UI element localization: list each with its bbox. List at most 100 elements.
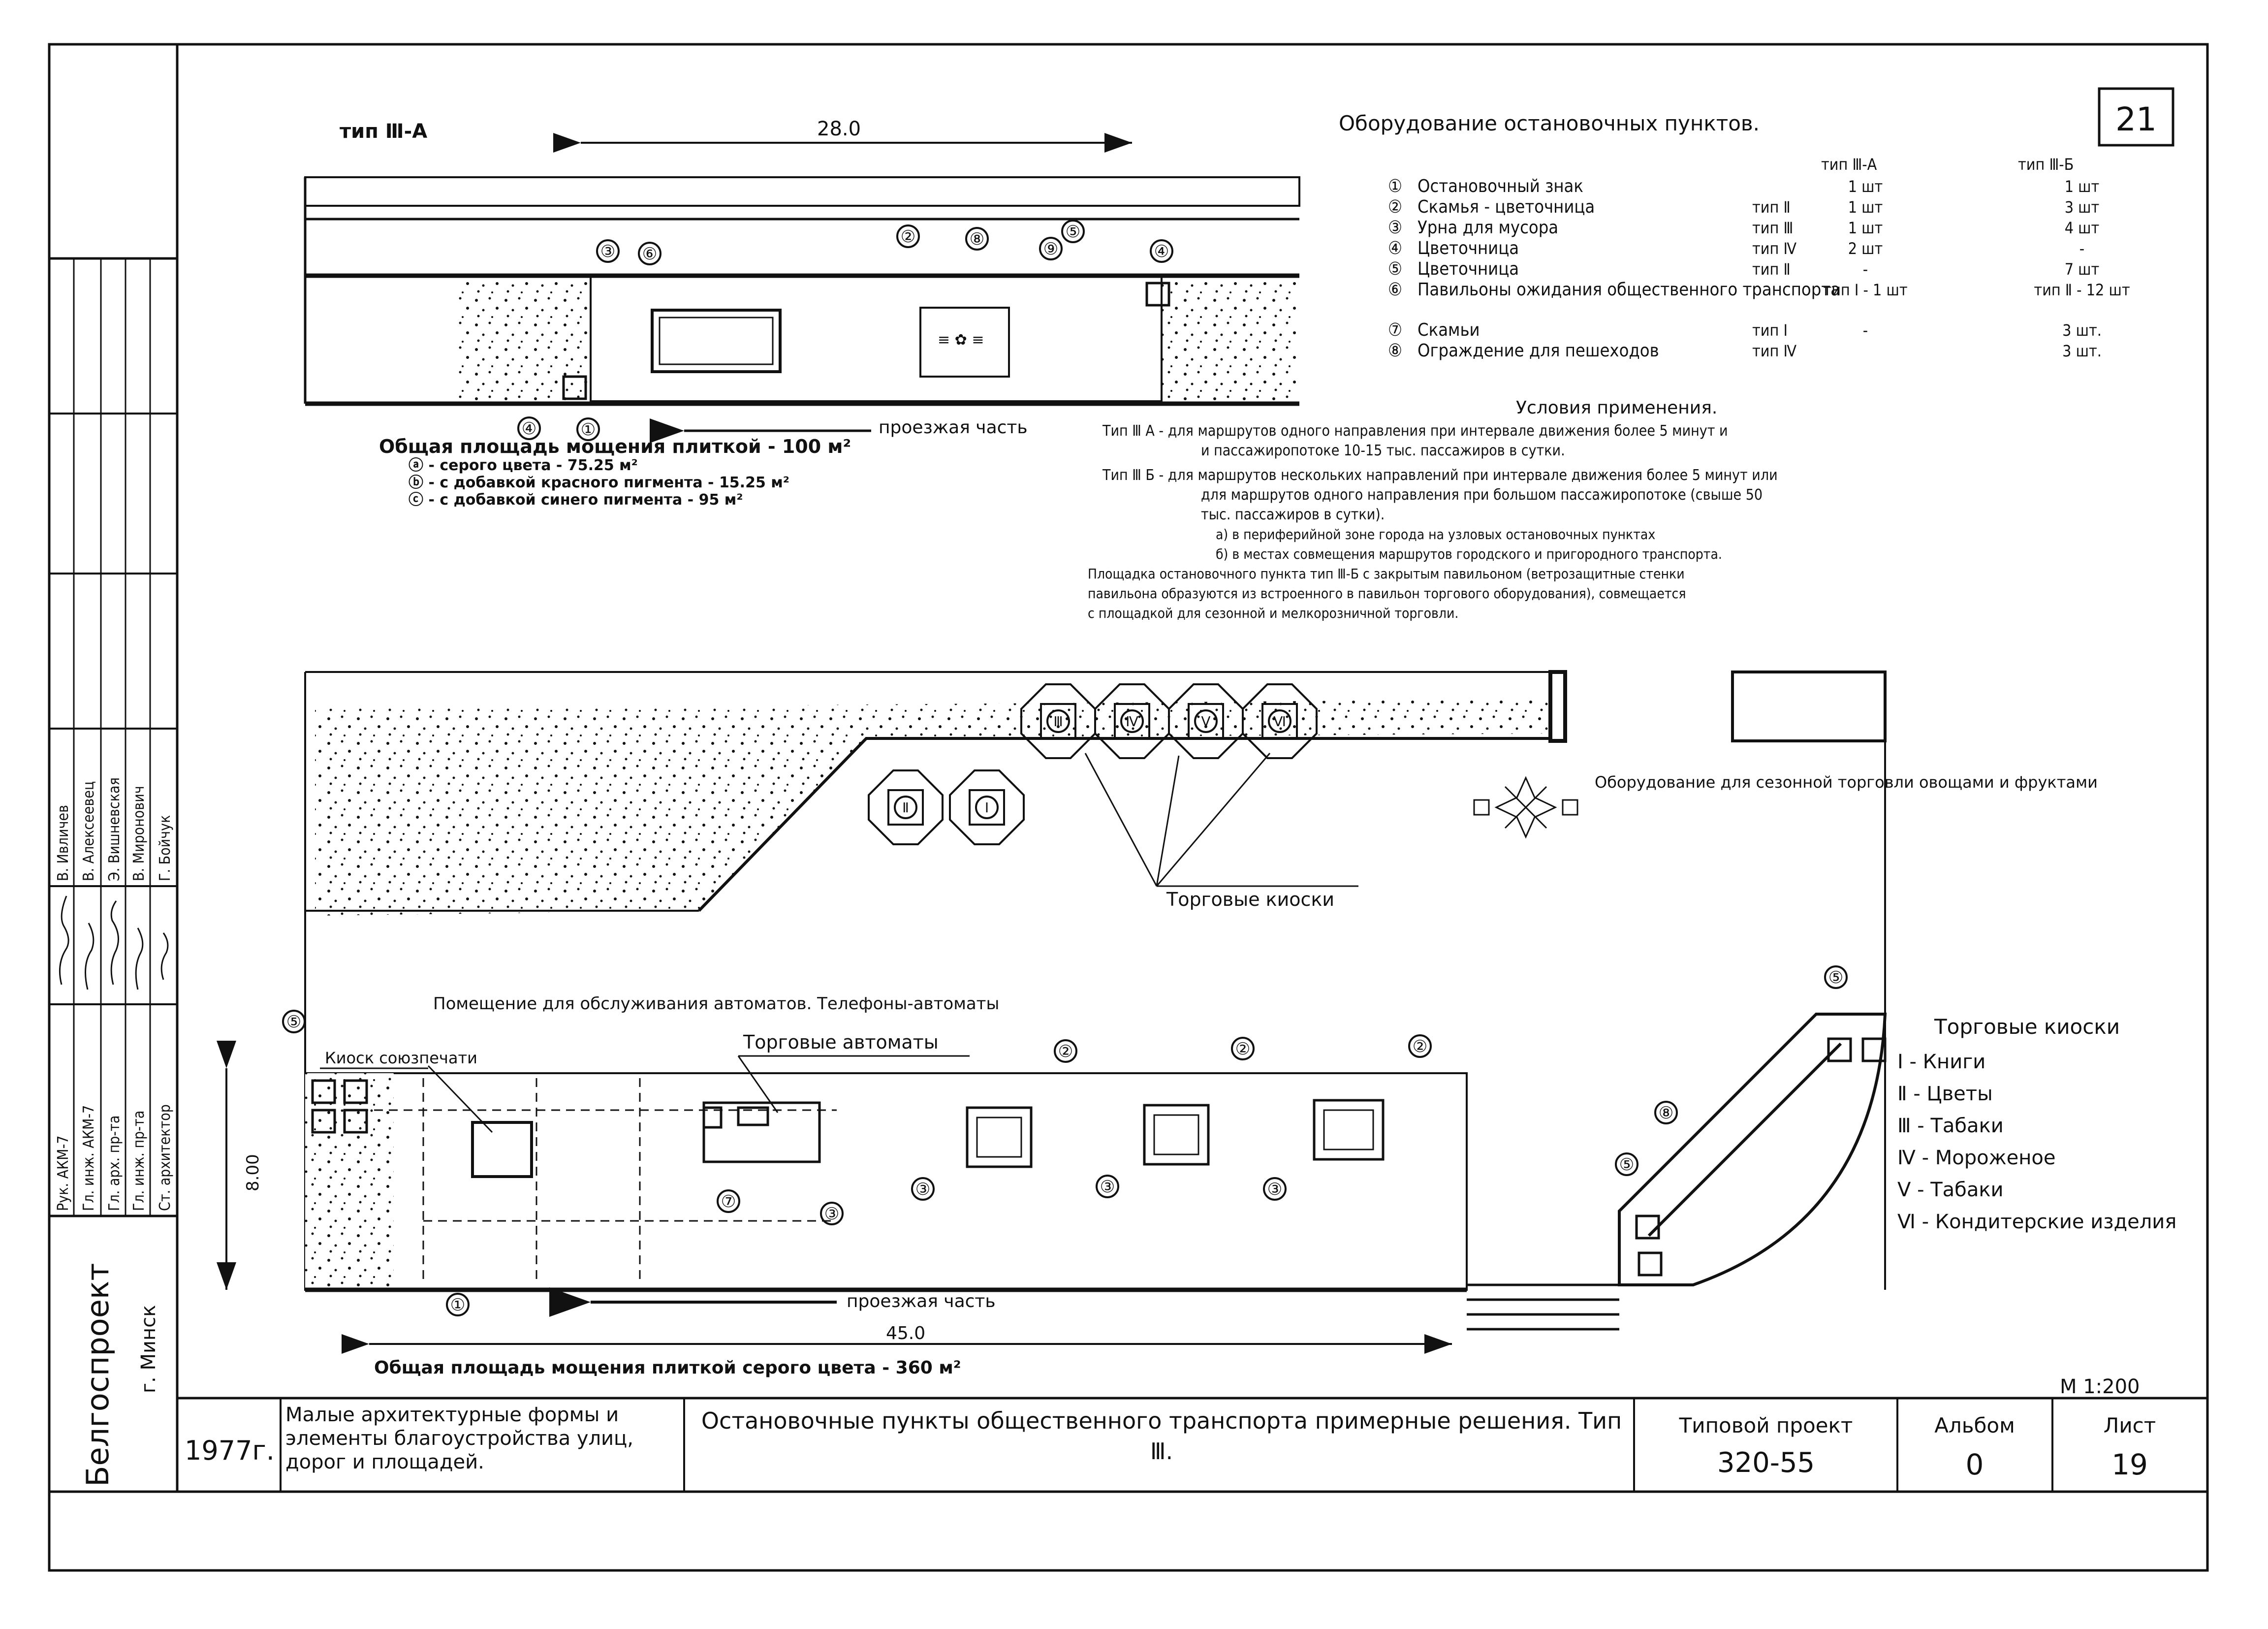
stamp-city: г. Минск (137, 1305, 160, 1393)
conditions-line-4: для маршрутов одного направления при бол… (1201, 486, 1763, 504)
corner-island (1618, 1013, 1887, 1286)
equipment-row-5-name: Цветочница (1418, 259, 1519, 279)
stamp-role-2: Гл. инж. АКМ-7 (80, 1105, 97, 1211)
bottom-callout-1: ① (450, 1295, 465, 1315)
top-callout-3: ③ (600, 242, 615, 261)
conditions-line-2: и пассажиропотоке 10-15 тыс. пассажиров … (1201, 442, 1565, 459)
equipment-row-4-name: Цветочница (1418, 238, 1519, 258)
equipment-row-2-num: ② (1388, 197, 1402, 217)
legend-title: Торговые киоски (1934, 1015, 2120, 1039)
seasonal-stand: Оборудование для сезонной торговли овоща… (1473, 773, 2098, 839)
stamp-role-4: Гл. инж. пр-та (130, 1111, 148, 1211)
top-callout-2: ② (901, 227, 915, 247)
conditions-line-5: тыс. пассажиров в сутки). (1201, 506, 1385, 523)
bottom-callout-2b: ② (1235, 1039, 1250, 1059)
equipment-row-2-name: Скамья - цветочница (1418, 197, 1595, 217)
service-room-label: Помещение для обслуживания автоматов. Те… (433, 994, 999, 1014)
conditions-title: Условия применения. (1516, 398, 1717, 418)
stamp-sheet: 19 (2111, 1448, 2148, 1481)
equipment-row-7-name: Скамьи (1418, 320, 1480, 340)
conditions-line-7: б) в местах совмещения маршрутов городск… (1216, 546, 1722, 562)
kiosk-legend: Торговые киоски Ⅰ - Книги Ⅱ - Цветы Ⅲ - … (1897, 1015, 2176, 1233)
equipment-row-1-b: 1 шт (2065, 177, 2100, 196)
stamp-project-label: Типовой проект (1679, 1413, 1853, 1437)
equipment-row-7-b: 3 шт. (2062, 321, 2102, 340)
bottom-callout-2c: ② (1413, 1037, 1427, 1056)
top-paving-total: Общая площадь мощения плиткой - 100 м² (379, 436, 851, 457)
bottom-dim-width: 8.00 (243, 1154, 263, 1191)
title-block: 1977г. Малые архитектурные формы и элеме… (176, 1397, 2209, 1493)
svg-text:≡ ✿ ≡: ≡ ✿ ≡ (938, 331, 984, 349)
kiosk-group: Ⅱ Ⅰ Ⅲ Ⅳ Ⅴ Ⅵ Торговые киоски (868, 683, 1358, 910)
top-callout-4a: ④ (1154, 242, 1169, 261)
bottom-paving (304, 1072, 1468, 1291)
equipment-row-1-name: Остановочный знак (1418, 176, 1583, 196)
kiosk-1: Ⅰ (985, 799, 989, 816)
stamp-series: Малые архитектурные формы и элементы бла… (285, 1404, 633, 1473)
top-paving-c: ⓒ - с добавкой синего пигмента - 95 м² (409, 491, 743, 509)
kiosk-3: Ⅲ (1053, 713, 1063, 730)
souzpechat-label: Киоск союзпечати (325, 1049, 477, 1067)
conditions-line-9: павильона образуются из встроенного в па… (1088, 585, 1686, 602)
stamp-role-5: Ст. архитектор (157, 1104, 174, 1211)
kiosk-5: Ⅴ (1201, 713, 1210, 730)
equipment-row-3-name: Урна для мусора (1418, 218, 1558, 238)
vending-label: Торговые автоматы (743, 1031, 939, 1053)
equipment-row-2-type: тип Ⅱ (1752, 198, 1791, 217)
equipment-row-4-num: ④ (1388, 238, 1402, 258)
kiosk-2: Ⅱ (902, 799, 909, 816)
top-paving-b: ⓑ - с добавкой красного пигмента - 15.25… (409, 474, 789, 491)
stamp-name-4: В. Миронович (130, 786, 148, 881)
stamp-name-3: Э. Вишневская (106, 777, 123, 881)
kiosks-label: Торговые киоски (1166, 889, 1334, 910)
bottom-plan: Ⅱ Ⅰ Ⅲ Ⅳ Ⅴ Ⅵ Торговые киоски Оборудование… (217, 670, 2098, 1378)
equipment-row-1-a: 1 шт (1848, 177, 1883, 196)
bottom-callout-3c: ③ (1100, 1177, 1115, 1197)
equipment-row-7-type: тип Ⅰ (1752, 321, 1788, 340)
seasonal-label: Оборудование для сезонной торговли овоща… (1595, 773, 2098, 792)
legend-item-6: Ⅵ - Кондитерские изделия (1897, 1211, 2176, 1233)
stamp-org: Белгоспроект (80, 1263, 116, 1487)
legend-item-4: Ⅳ - Мороженое (1897, 1147, 2056, 1169)
legend-item-3: Ⅲ - Табаки (1897, 1115, 2004, 1137)
equipment-row-6-num: ⑥ (1388, 280, 1402, 300)
stamp-name-1: В. Ивличев (55, 805, 72, 881)
equipment-col-a: тип Ⅲ-А (1821, 155, 1877, 174)
top-dim-length: 28.0 (817, 118, 861, 140)
bottom-callout-7: ⑦ (721, 1192, 736, 1212)
stamp-role-1: Рук. АКМ-7 (55, 1135, 72, 1211)
signatures (59, 895, 169, 990)
bottom-callout-3a: ③ (824, 1204, 839, 1224)
equipment-row-6-a: тип Ⅰ - 1 шт (1823, 281, 1907, 299)
conditions-line-3: Тип Ⅲ Б - для маршрутов нескольких напра… (1102, 467, 1778, 484)
top-callout-6: ⑥ (642, 244, 657, 264)
sheet-number: 21 (2115, 100, 2157, 138)
equipment-row-6-name: Павильоны ожидания общественного транспо… (1418, 280, 1840, 300)
equipment-row-2-b: 3 шт (2065, 198, 2100, 217)
stamp-album: 0 (1966, 1448, 1984, 1481)
top-carriageway-label: проезжая часть (879, 417, 1028, 438)
stamp-project: 320-55 (1717, 1447, 1815, 1479)
equipment-col-b: тип Ⅲ-Б (2018, 155, 2074, 174)
bottom-callout-3d: ③ (1267, 1180, 1282, 1199)
kiosk-6: Ⅵ (1273, 713, 1286, 730)
legend-item-5: Ⅴ - Табаки (1897, 1179, 2004, 1201)
conditions-line-1: Тип Ⅲ А - для маршрутов одного направлен… (1102, 422, 1728, 440)
equipment-row-6-b: тип Ⅱ - 12 шт (2034, 281, 2130, 299)
equipment-table: Оборудование остановочных пунктов. тип Ⅲ… (1339, 111, 2130, 361)
equipment-row-3-b: 4 шт (2065, 219, 2100, 237)
equipment-row-2-a: 1 шт (1848, 198, 1883, 217)
equipment-row-5-type: тип Ⅱ (1752, 260, 1791, 279)
scale-label: М 1:200 (2060, 1375, 2140, 1398)
conditions-block: Условия применения. Тип Ⅲ А - для маршру… (1088, 398, 1778, 621)
bottom-carriageway-label: проезжая часть (847, 1291, 996, 1311)
bottom-dim-length: 45.0 (886, 1323, 925, 1343)
equipment-row-8-name: Ограждение для пешеходов (1418, 341, 1659, 361)
equipment-row-1-num: ① (1388, 176, 1402, 196)
top-type-label: тип Ⅲ-А (340, 120, 427, 143)
stamp-name-5: Г. Бойчук (157, 815, 174, 881)
legend-item-1: Ⅰ - Книги (1897, 1051, 1985, 1073)
top-callout-1: ① (581, 420, 596, 440)
sheet-number-box: 21 (2098, 87, 2174, 147)
stamp-album-label: Альбом (1934, 1413, 2015, 1437)
